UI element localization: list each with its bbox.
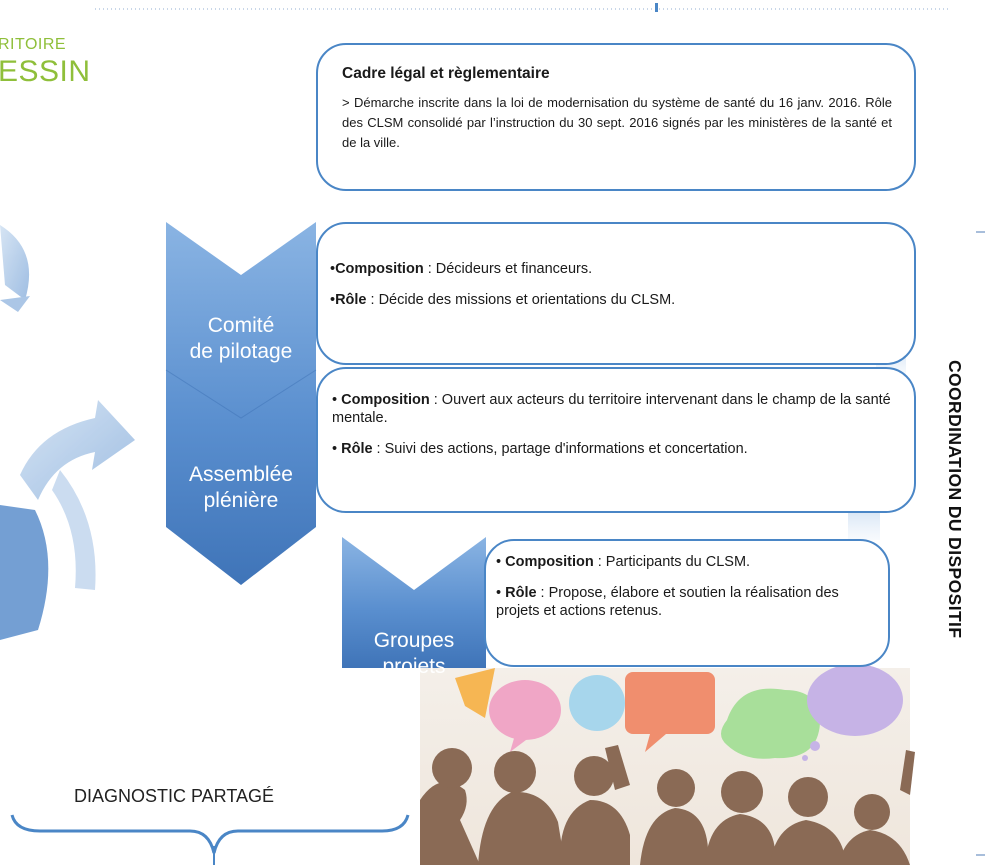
assemblee-pleniere-box: • Composition : Ouvert aux acteurs du te… — [316, 367, 916, 513]
assemblee-label: Assemblée plénière — [189, 463, 293, 512]
assemblee-composition: • Composition : Ouvert aux acteurs du te… — [332, 392, 891, 426]
legal-text: > Démarche inscrite dans la loi de moder… — [342, 95, 892, 150]
chevron-comite — [166, 222, 316, 585]
groupes-projets-box: • Composition : Participants du CLSM. • … — [484, 539, 890, 667]
logo-text-line2: ESSIN — [0, 55, 91, 88]
crowd-illustration — [420, 664, 915, 865]
comite-composition: •Composition : Décideurs et financeurs. — [330, 261, 593, 277]
groupes-role: • Rôle : Propose, élabore et soutien la … — [496, 585, 839, 619]
legal-framework-box: Cadre légal et règlementaire > Démarche … — [316, 43, 916, 191]
groupes-label: Groupes projets — [373, 629, 455, 678]
diagnostic-brace — [10, 814, 410, 854]
top-marker — [655, 3, 658, 12]
comite-label: Comité de pilotage — [189, 314, 293, 363]
groupes-composition: • Composition : Participants du CLSM. — [496, 554, 751, 570]
logo-text-line1: RITOIRE — [0, 36, 67, 53]
cycle-graphic — [0, 225, 135, 640]
comite-role: •Rôle : Décide des missions et orientati… — [330, 292, 676, 308]
comite-pilotage-box: •Composition : Décideurs et financeurs. … — [316, 222, 916, 365]
chevron-groupes — [342, 537, 486, 668]
legal-title: Cadre légal et règlementaire — [342, 65, 550, 82]
coordination-label: COORDINATION DU DISPOSITIF — [945, 360, 965, 639]
assemblee-role: • Rôle : Suivi des actions, partage d'in… — [332, 441, 748, 457]
diagnostic-label: DIAGNOSTIC PARTAGÉ — [74, 786, 275, 806]
